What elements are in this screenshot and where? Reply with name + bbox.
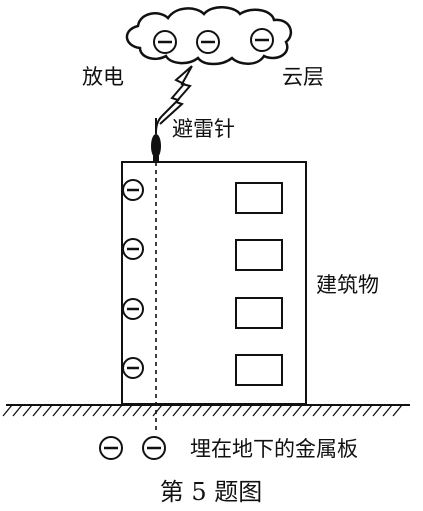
window-2 [235, 239, 283, 271]
building-charge-4 [122, 357, 144, 379]
window-4 [235, 354, 283, 386]
window-1 [235, 182, 283, 214]
cloud-charge-3 [250, 28, 274, 52]
building [121, 161, 307, 405]
building-label: 建筑物 [316, 273, 379, 297]
discharge-label: 放电 [82, 65, 124, 89]
plate-charge-1 [99, 436, 123, 460]
window-3 [235, 297, 283, 329]
cloud-charge-2 [196, 30, 220, 54]
building-charge-3 [122, 298, 144, 320]
cloud-layer-label: 云层 [282, 65, 324, 89]
lightning-rod-label: 避雷针 [172, 117, 235, 141]
plate-charge-2 [142, 436, 166, 460]
cloud-charge-1 [153, 30, 177, 54]
buried-plate-label: 埋在地下的金属板 [190, 437, 358, 461]
building-charge-2 [122, 238, 144, 260]
cloud [125, 6, 293, 66]
building-charge-1 [122, 179, 144, 201]
ground [2, 404, 410, 417]
figure-caption: 第 5 题图 [160, 478, 263, 506]
lightning-rod [151, 118, 161, 162]
